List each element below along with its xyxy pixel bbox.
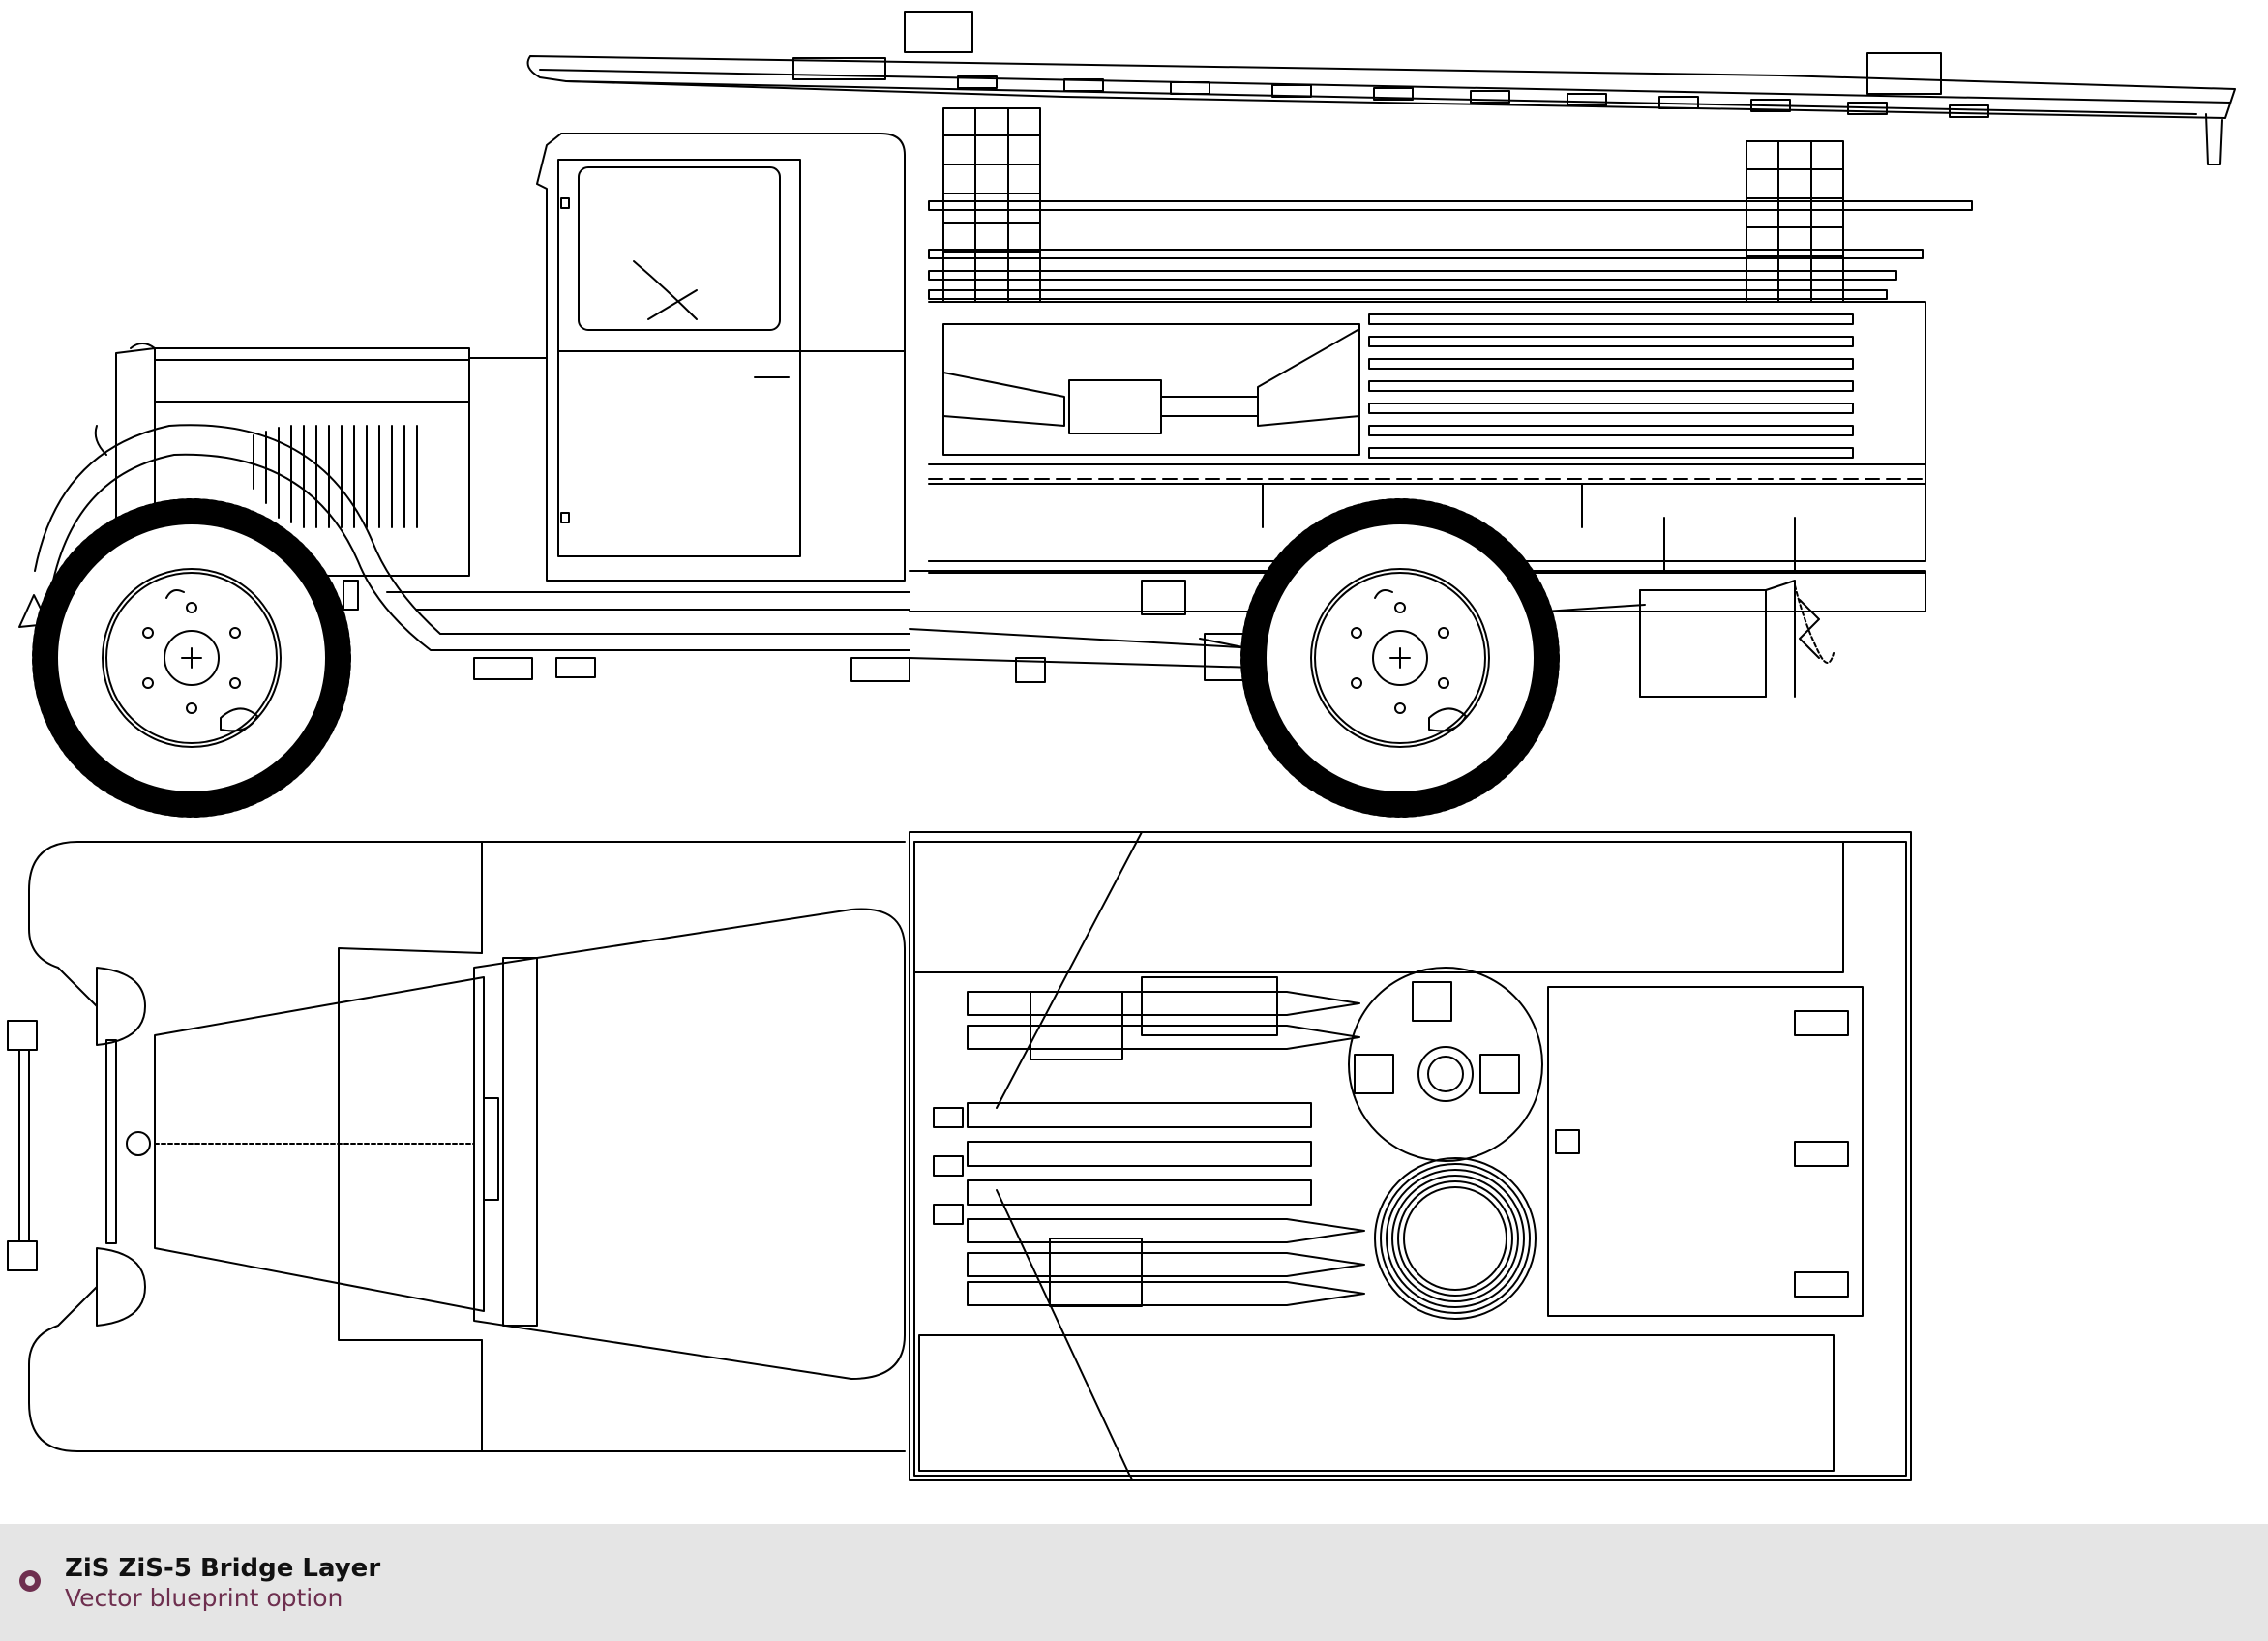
footer-bar: [0, 1524, 2268, 1641]
side-view: [18, 11, 2236, 805]
blueprint-title: ZiS ZiS-5 Bridge Layer: [65, 1554, 381, 1583]
top-view: [7, 831, 1912, 1481]
blueprint-subtitle[interactable]: Vector blueprint option: [65, 1584, 343, 1612]
blueprint-drawing: [7, 11, 2236, 1481]
circle-badge-icon: [19, 1570, 41, 1592]
